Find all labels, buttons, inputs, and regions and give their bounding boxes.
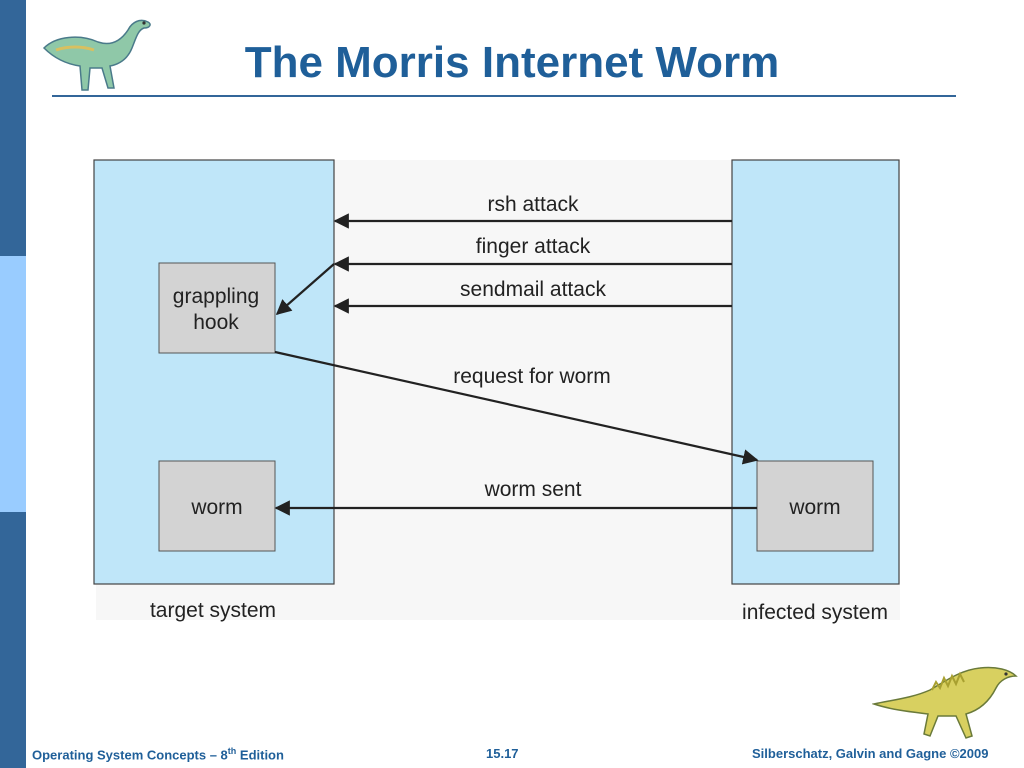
footer-copyright: Silberschatz, Galvin and Gagne ©2009 [752,746,989,761]
grappling-hook-box [158,262,276,354]
rsh-attack-label: rsh attack [487,193,579,216]
sidebar-stripe-highlight [0,256,26,512]
dinosaur-icon [42,19,151,91]
target-worm-label: worm [190,496,242,519]
request-for-worm-label: request for worm [453,365,611,388]
target-system-label: target system [150,599,276,622]
grappling-hook-arrow [275,263,335,316]
slide-title: The Morris Internet Worm [244,38,780,87]
footer-page-number: 15.17 [486,746,519,761]
footer-book-title: Operating System Concepts – 8th Edition [32,746,284,763]
title-divider [52,95,956,97]
sendmail-attack-label: sendmail attack [460,278,606,301]
grappling-hook-label-line2: hook [193,311,239,334]
request-for-worm-arrow [274,350,759,465]
grappling-hook-label-line1: grappling [173,285,259,308]
target-worm-box [158,460,276,552]
infected-worm-label: worm [788,496,840,519]
infected-worm-box [756,460,874,552]
finger-attack-label: finger attack [476,235,591,258]
worm-sent-label: worm sent [484,478,582,501]
infected-system-label: infected system [742,601,888,624]
dinosaur-icon [872,666,1018,739]
